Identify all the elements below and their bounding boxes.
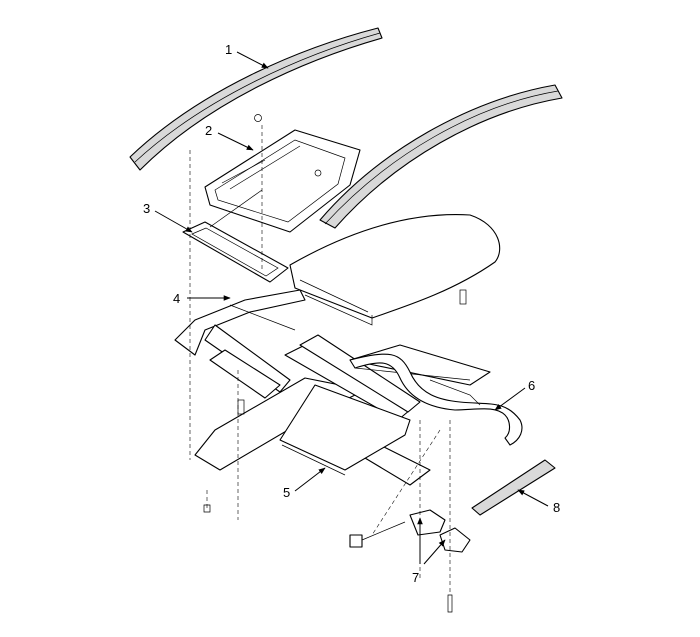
callout-3: 3 <box>143 201 150 216</box>
callout-labels: 1 2 3 4 5 6 7 8 <box>143 42 560 585</box>
callout-7: 7 <box>412 570 419 585</box>
callout-1: 1 <box>225 42 232 57</box>
part-6-drive-cable <box>349 353 523 446</box>
part-7-motor-unit <box>349 509 471 553</box>
part-5-sunshade <box>279 384 411 476</box>
part-2-glass-panel <box>204 129 361 233</box>
callout-8: 8 <box>553 500 560 515</box>
callout-6: 6 <box>528 378 535 393</box>
rear-roof-panel <box>289 214 501 326</box>
part-4-front-frame <box>174 289 306 399</box>
rear-roof-rail <box>319 84 563 229</box>
callout-5: 5 <box>283 485 290 500</box>
callout-leaders <box>154 51 549 565</box>
part-1-front-rail <box>129 27 383 171</box>
callout-4: 4 <box>173 291 180 306</box>
callout-2: 2 <box>205 123 212 138</box>
part-8-side-trim <box>471 459 556 516</box>
